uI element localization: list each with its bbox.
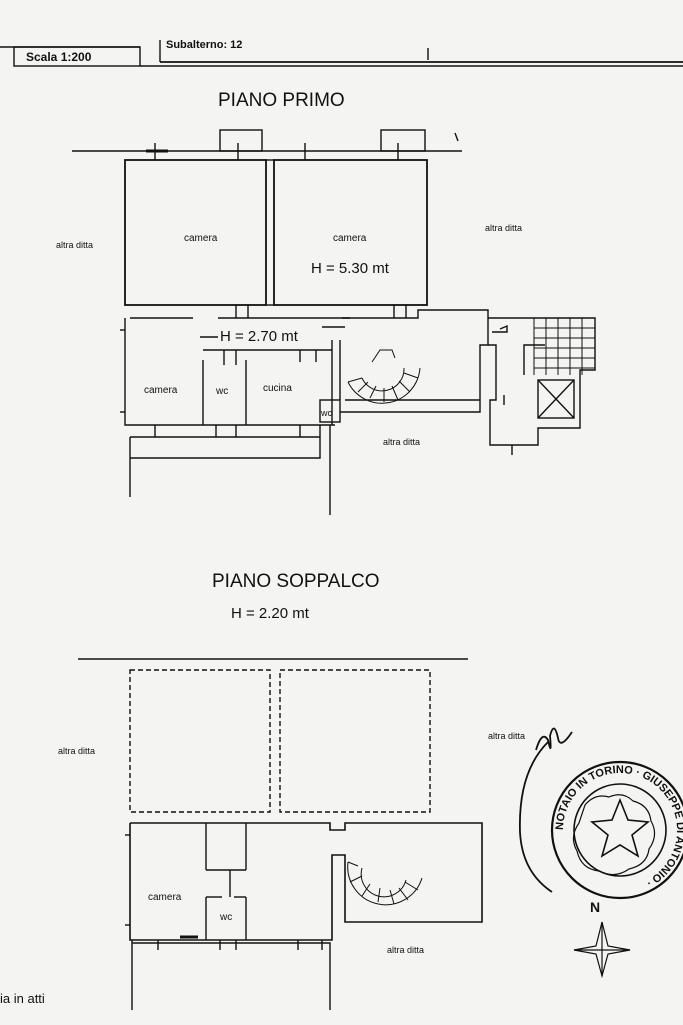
- altra-ditta-label: altra ditta: [387, 945, 424, 955]
- room-label-camera-bottom: camera: [144, 385, 178, 396]
- stair-flight-icon: [533, 318, 595, 375]
- notary-stamp: [550, 760, 683, 900]
- spiral-stair-icon: [347, 349, 421, 404]
- title-block: [0, 40, 683, 67]
- altra-ditta-label: altra ditta: [56, 240, 93, 250]
- handwritten-signature: [519, 727, 573, 893]
- room-label-wc-soppalco: wc: [219, 912, 232, 923]
- height-label-soppalco: H = 2.20 mt: [231, 605, 310, 622]
- height-label-main: H = 5.30 mt: [311, 260, 390, 277]
- room-label-camera-left: camera: [184, 233, 218, 244]
- altra-ditta-label: altra ditta: [383, 437, 420, 447]
- room-label-wc: wc: [215, 386, 228, 397]
- piano-soppalco-plan: [78, 658, 483, 1010]
- stamp-ring-text: NOTAIO IN TORINO · GIUSEPPE DI ANTONIO ·: [554, 764, 683, 889]
- footer-note: ia in atti: [0, 991, 45, 1006]
- piano-primo-plan: [72, 129, 596, 515]
- room-label-cucina: cucina: [263, 383, 292, 394]
- room-label-wc-small: wc: [320, 408, 332, 418]
- room-label-camera-right: camera: [333, 233, 367, 244]
- altra-ditta-label: altra ditta: [488, 731, 525, 741]
- piano-soppalco-title: PIANO SOPPALCO: [212, 571, 380, 592]
- room-label-camera-soppalco: camera: [148, 892, 182, 903]
- compass-north-letter: N: [590, 899, 600, 915]
- height-label-low: H = 2.70 mt: [220, 328, 299, 345]
- altra-ditta-label: altra ditta: [485, 223, 522, 233]
- altra-ditta-label: altra ditta: [58, 746, 95, 756]
- scale-label: Scala 1:200: [26, 50, 92, 64]
- spiral-stair-icon: [347, 861, 423, 906]
- piano-primo-title: PIANO PRIMO: [218, 90, 345, 111]
- subalterno-label: Subalterno: 12: [166, 39, 242, 51]
- north-compass-icon: [573, 921, 631, 979]
